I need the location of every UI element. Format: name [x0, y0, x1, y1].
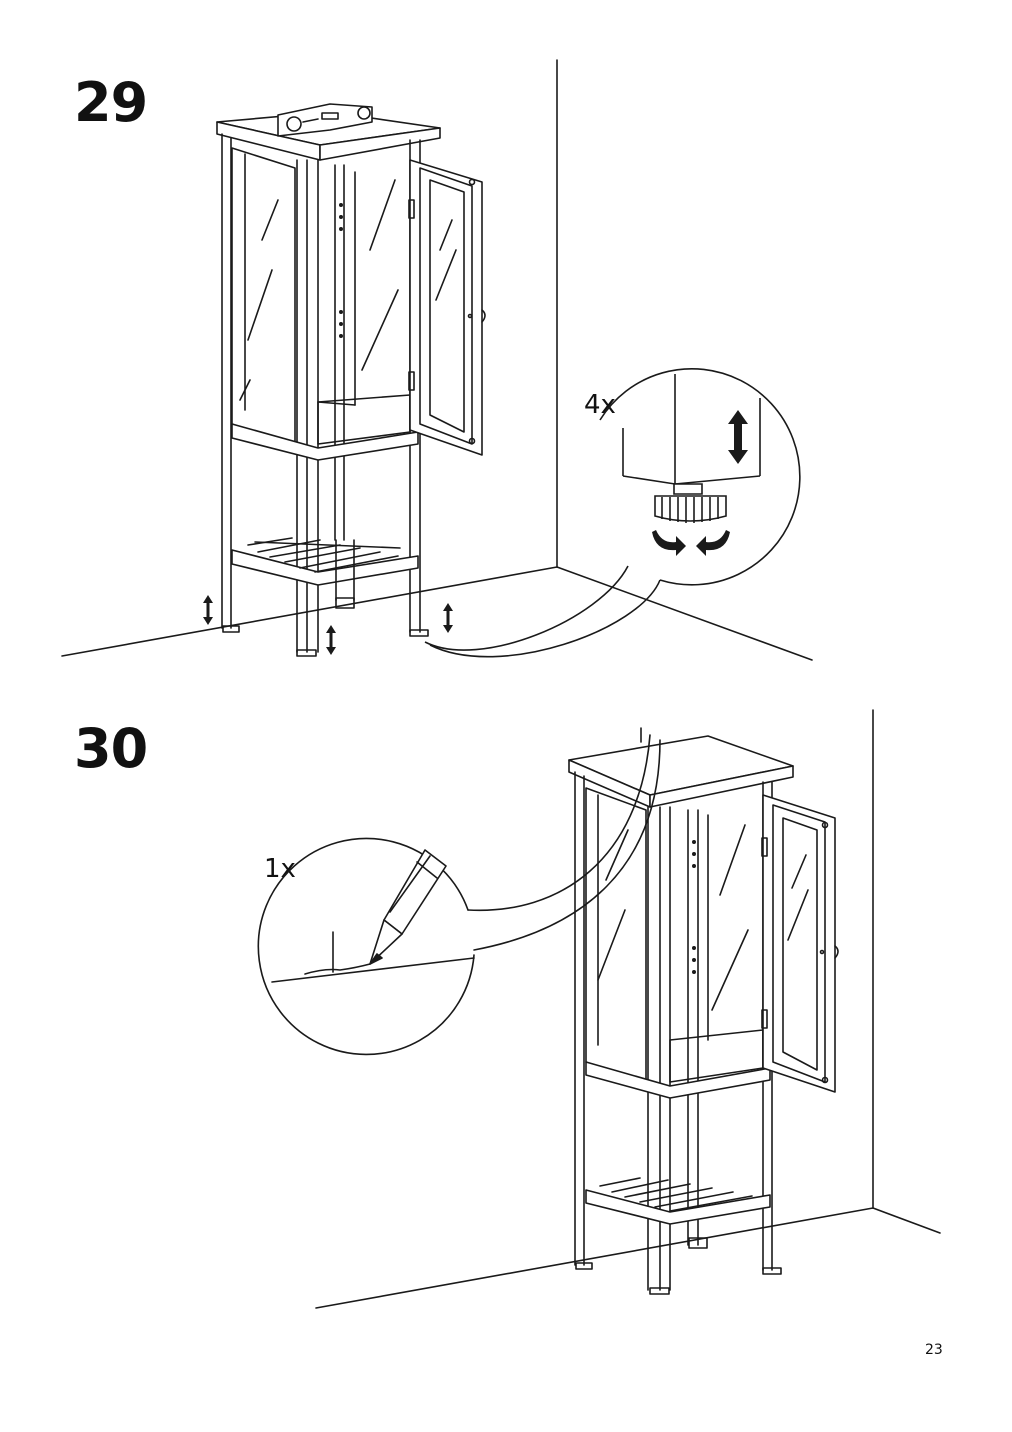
- cabinet-feet: [223, 540, 428, 656]
- floor-line-left: [316, 1208, 873, 1308]
- floor-line-right: [873, 1208, 940, 1233]
- step-29-number: 29: [74, 71, 148, 134]
- pencil-icon: [370, 850, 446, 964]
- up-down-arrow-icon: [728, 410, 748, 464]
- up-down-arrow-icon: [203, 595, 453, 655]
- spirit-level-icon: [278, 104, 372, 136]
- floor-line-left: [62, 567, 557, 656]
- lower-shelf: [232, 538, 418, 585]
- floor-line-right: [557, 567, 812, 660]
- cabinet-feet: [576, 1238, 781, 1294]
- adjustable-foot-icon: [655, 484, 726, 523]
- rotate-arrows-icon: [652, 530, 730, 556]
- adjustable-foot-detail: [425, 369, 800, 657]
- page-number: 23: [925, 1342, 943, 1358]
- open-door: [762, 795, 838, 1092]
- open-door: [409, 160, 485, 455]
- cabinet-top: [569, 736, 793, 807]
- lower-shelf: [586, 1178, 770, 1224]
- pencil-mark-detail: [258, 735, 660, 1054]
- step-30-number: 30: [74, 717, 148, 780]
